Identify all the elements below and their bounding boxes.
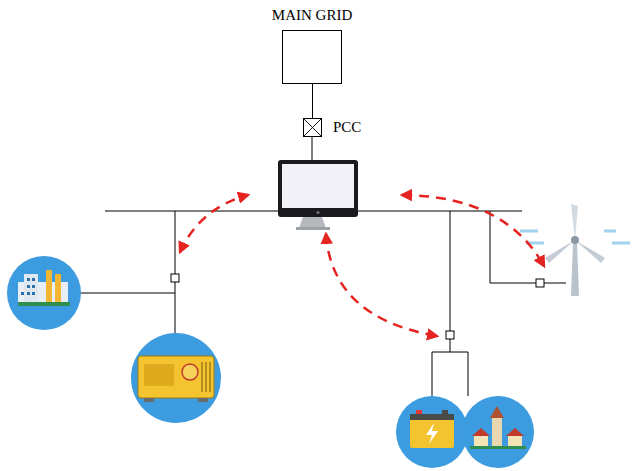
right-branch-wires bbox=[446, 331, 454, 339]
left-branch-wires bbox=[171, 274, 179, 282]
controller-monitor bbox=[317, 211, 320, 214]
wind-turbine-icon bbox=[520, 204, 630, 296]
battery-icon bbox=[396, 396, 468, 468]
factory-icon bbox=[7, 256, 81, 330]
generator-icon bbox=[144, 364, 174, 386]
wind-branch-wires bbox=[544, 283, 566, 284]
generator-icon bbox=[205, 362, 206, 392]
generator-icon bbox=[131, 333, 221, 423]
grid-connection bbox=[312, 84, 313, 118]
wind-turbine-icon bbox=[571, 242, 579, 296]
factory-icon bbox=[18, 302, 70, 306]
factory-icon bbox=[7, 256, 81, 330]
pcc-label: PCC bbox=[333, 119, 361, 136]
wind-turbine-icon bbox=[575, 240, 605, 263]
grid-label: MAIN GRID bbox=[272, 7, 352, 24]
generator-icon bbox=[209, 362, 210, 392]
factory-icon bbox=[55, 274, 61, 304]
right-branch-wires bbox=[432, 352, 433, 396]
wind-turbine-icon bbox=[571, 236, 579, 244]
generator-icon bbox=[198, 398, 208, 402]
generator-icon bbox=[138, 356, 214, 398]
controller-monitor bbox=[296, 227, 330, 230]
communication-arrows bbox=[180, 195, 544, 336]
factory-icon bbox=[32, 292, 35, 295]
battery-icon bbox=[410, 418, 454, 448]
right-branch-wires bbox=[450, 339, 451, 352]
houses-icon bbox=[462, 396, 534, 468]
factory-icon bbox=[32, 278, 35, 281]
right-branch-wires bbox=[468, 352, 469, 396]
generator-icon bbox=[182, 364, 198, 380]
generator-icon bbox=[144, 398, 154, 402]
left-branch-wires bbox=[81, 293, 175, 294]
grid-box: MAIN GRID bbox=[282, 30, 342, 84]
factory-icon bbox=[32, 285, 35, 288]
generator-icon bbox=[201, 362, 202, 392]
wind-turbine-icon bbox=[571, 204, 578, 240]
controller-monitor bbox=[278, 160, 358, 217]
generator-icon bbox=[202, 362, 210, 392]
right-branch-wires bbox=[432, 211, 468, 396]
houses-icon bbox=[470, 446, 526, 449]
communication-arrows bbox=[180, 195, 248, 252]
generator-icon bbox=[131, 333, 221, 423]
battery-icon bbox=[442, 410, 448, 414]
switch-cross bbox=[304, 119, 321, 136]
pcc-switch: PCC bbox=[303, 118, 322, 137]
houses-icon bbox=[474, 436, 488, 446]
factory-icon bbox=[27, 285, 30, 288]
left-branch-wires bbox=[175, 211, 176, 274]
wind-turbine-icon bbox=[520, 230, 538, 233]
feeder-wire bbox=[312, 137, 313, 160]
left-branch-wires bbox=[81, 211, 179, 333]
houses-icon bbox=[508, 436, 522, 446]
houses-icon bbox=[492, 418, 502, 446]
controller-monitor bbox=[299, 217, 326, 228]
right-branch-wires bbox=[450, 211, 451, 331]
wind-branch-wires bbox=[536, 279, 544, 287]
factory-icon bbox=[27, 292, 30, 295]
wind-branch-wires bbox=[490, 211, 566, 287]
factory-icon bbox=[24, 274, 38, 304]
factory-icon bbox=[27, 278, 30, 281]
wind-branch-wires bbox=[490, 283, 536, 284]
factory-icon bbox=[21, 292, 24, 295]
houses-icon bbox=[462, 396, 534, 468]
left-branch-wires bbox=[175, 282, 176, 333]
right-branch-wires bbox=[432, 352, 468, 353]
communication-arrows bbox=[326, 234, 437, 336]
battery-icon bbox=[410, 414, 454, 420]
controller-monitor bbox=[282, 164, 354, 208]
switch-cross bbox=[304, 119, 321, 136]
battery-icon bbox=[396, 396, 468, 468]
factory-icon bbox=[46, 270, 52, 304]
wind-turbine-icon bbox=[604, 230, 616, 233]
houses-icon bbox=[506, 428, 524, 436]
wind-turbine-icon bbox=[612, 242, 630, 245]
houses-icon bbox=[490, 406, 504, 418]
houses-icon bbox=[472, 428, 490, 436]
controller-monitor bbox=[278, 160, 358, 230]
battery-icon bbox=[426, 423, 438, 444]
wind-turbine-icon bbox=[545, 240, 575, 263]
switch-cross bbox=[304, 119, 321, 136]
communication-arrows bbox=[402, 195, 544, 266]
battery-icon bbox=[416, 410, 422, 414]
wind-branch-wires bbox=[490, 211, 491, 283]
